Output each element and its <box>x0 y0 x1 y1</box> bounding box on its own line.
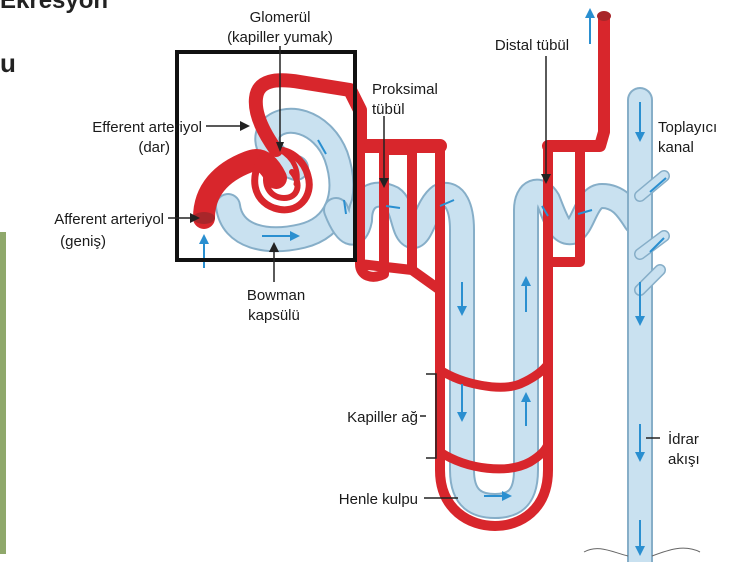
label-toplayici-sub: kanal <box>658 139 694 156</box>
label-afferent: Afferent arteriyol <box>54 211 164 228</box>
label-efferent-sub: (dar) <box>138 139 170 156</box>
venule-opening <box>597 11 611 21</box>
label-toplayici: Toplayıcı <box>658 119 717 136</box>
label-proksimal: Proksimal <box>372 81 438 98</box>
label-kapiller-ag: Kapiller ağ <box>347 409 418 426</box>
label-proksimal-sub: tübül <box>372 101 405 118</box>
label-efferent: Efferent arteriyol <box>92 119 202 136</box>
label-bowman-sub: kapsülü <box>248 307 300 324</box>
slide-title-fragment: Ekresyon <box>0 0 108 14</box>
label-glomerul: Glomerül <box>250 9 311 26</box>
label-idrar: İdrar <box>668 430 699 448</box>
label-bowman: Bowman <box>247 287 305 304</box>
label-afferent-sub: (geniş) <box>60 233 106 250</box>
tubule-system <box>228 100 700 562</box>
label-idrar-sub: akışı <box>668 451 700 468</box>
slide-title-fragment-2: u <box>0 48 16 78</box>
label-glomerul-sub: (kapiller yumak) <box>227 29 333 46</box>
label-henle: Henle kulpu <box>339 491 418 508</box>
side-bar-decoration <box>0 232 6 554</box>
label-distal: Distal tübül <box>495 37 569 54</box>
